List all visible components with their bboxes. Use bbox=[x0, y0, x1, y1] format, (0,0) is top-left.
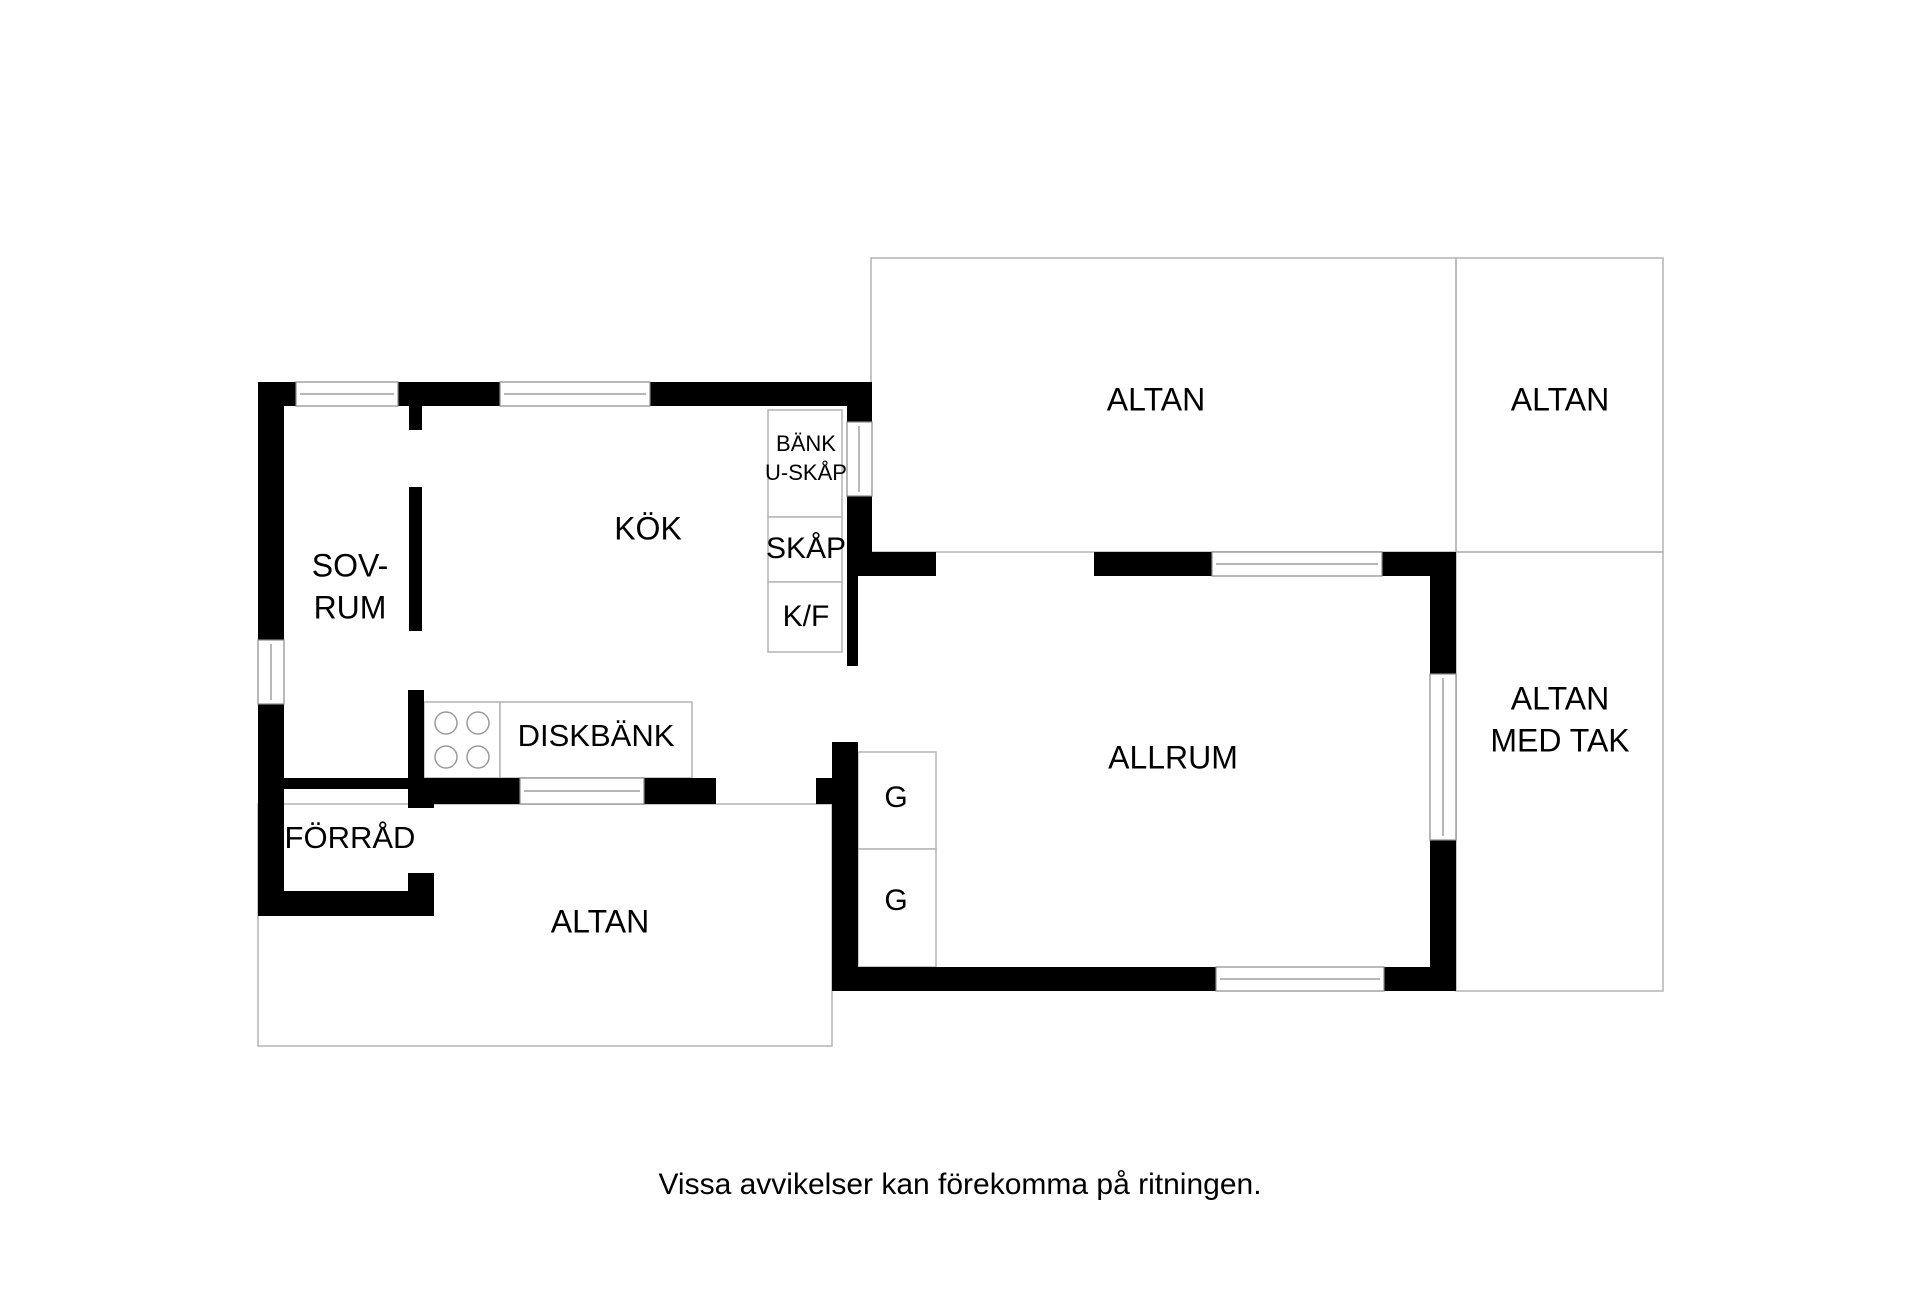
wall bbox=[398, 382, 500, 406]
room-label-altan-med-tak-line1: ALTAN bbox=[1511, 680, 1609, 716]
diskbank-counter bbox=[499, 701, 693, 779]
window bbox=[1429, 673, 1457, 841]
room-label-altan-top-right: ALTAN bbox=[1511, 381, 1609, 417]
room-label-sovrum-line1: SOV- bbox=[312, 547, 388, 583]
fixture-label-bank: BÄNK bbox=[776, 431, 836, 456]
windows bbox=[257, 381, 1457, 992]
room-label-kok: KÖK bbox=[614, 510, 682, 546]
kf-fridge-freezer bbox=[767, 581, 843, 653]
wall bbox=[847, 552, 858, 666]
fixture-label-kf: K/F bbox=[783, 600, 830, 633]
burner-icon bbox=[434, 745, 458, 769]
wall bbox=[408, 778, 434, 808]
window bbox=[519, 777, 645, 805]
window bbox=[295, 381, 399, 407]
walls bbox=[258, 382, 1456, 991]
wall bbox=[847, 552, 936, 576]
wall bbox=[650, 382, 872, 406]
burner-icon bbox=[434, 711, 458, 735]
fixture-label-u-skap: U-SKÅP bbox=[765, 460, 847, 485]
wall bbox=[644, 778, 716, 804]
room-labels: ALTAN ALTAN ALTAN MED TAK KÖK SOV- RUM A… bbox=[285, 381, 1630, 939]
wall bbox=[409, 406, 422, 430]
garderob-2 bbox=[857, 848, 937, 968]
fixture-label-g1: G bbox=[884, 781, 907, 814]
fixture-labels: BÄNK U-SKÅP SKÅP K/F DISKBÄNK G G bbox=[518, 431, 908, 917]
wall bbox=[258, 778, 408, 789]
room-label-altan-top-left: ALTAN bbox=[1107, 381, 1205, 417]
room-label-altan-bottom: ALTAN bbox=[551, 903, 649, 939]
fixture-label-g2: G bbox=[884, 884, 907, 917]
window bbox=[499, 381, 651, 407]
window bbox=[1215, 966, 1385, 992]
burner-icon bbox=[466, 745, 490, 769]
wall bbox=[258, 891, 434, 916]
wall bbox=[258, 382, 284, 640]
altan-med-tak-area bbox=[1455, 551, 1664, 992]
wall bbox=[1430, 840, 1456, 991]
window bbox=[1211, 551, 1383, 577]
bank-u-skap-cabinet bbox=[767, 409, 843, 518]
fixture-label-skap: SKÅP bbox=[766, 532, 846, 565]
disclaimer-text: Vissa avvikelser kan förekomma på ritnin… bbox=[658, 1168, 1262, 1201]
stove bbox=[423, 701, 501, 779]
wall bbox=[1094, 552, 1212, 576]
wall bbox=[816, 778, 858, 804]
room-label-allrum: ALLRUM bbox=[1108, 739, 1238, 775]
window bbox=[846, 421, 873, 497]
wall bbox=[1384, 967, 1456, 991]
wall bbox=[258, 704, 284, 916]
burner-icon bbox=[466, 711, 490, 735]
room-label-forrad: FÖRRÅD bbox=[285, 820, 416, 855]
window bbox=[257, 639, 285, 705]
wall bbox=[1430, 552, 1456, 674]
wall bbox=[847, 382, 872, 422]
wall bbox=[832, 967, 1216, 991]
fixture-label-diskbank: DISKBÄNK bbox=[518, 718, 675, 753]
wall bbox=[409, 487, 422, 631]
room-label-altan-med-tak-line2: MED TAK bbox=[1490, 722, 1629, 758]
stove-burners bbox=[434, 711, 490, 769]
fixtures bbox=[423, 409, 937, 968]
room-label-sovrum-line2: RUM bbox=[314, 589, 387, 625]
wall bbox=[408, 690, 424, 804]
